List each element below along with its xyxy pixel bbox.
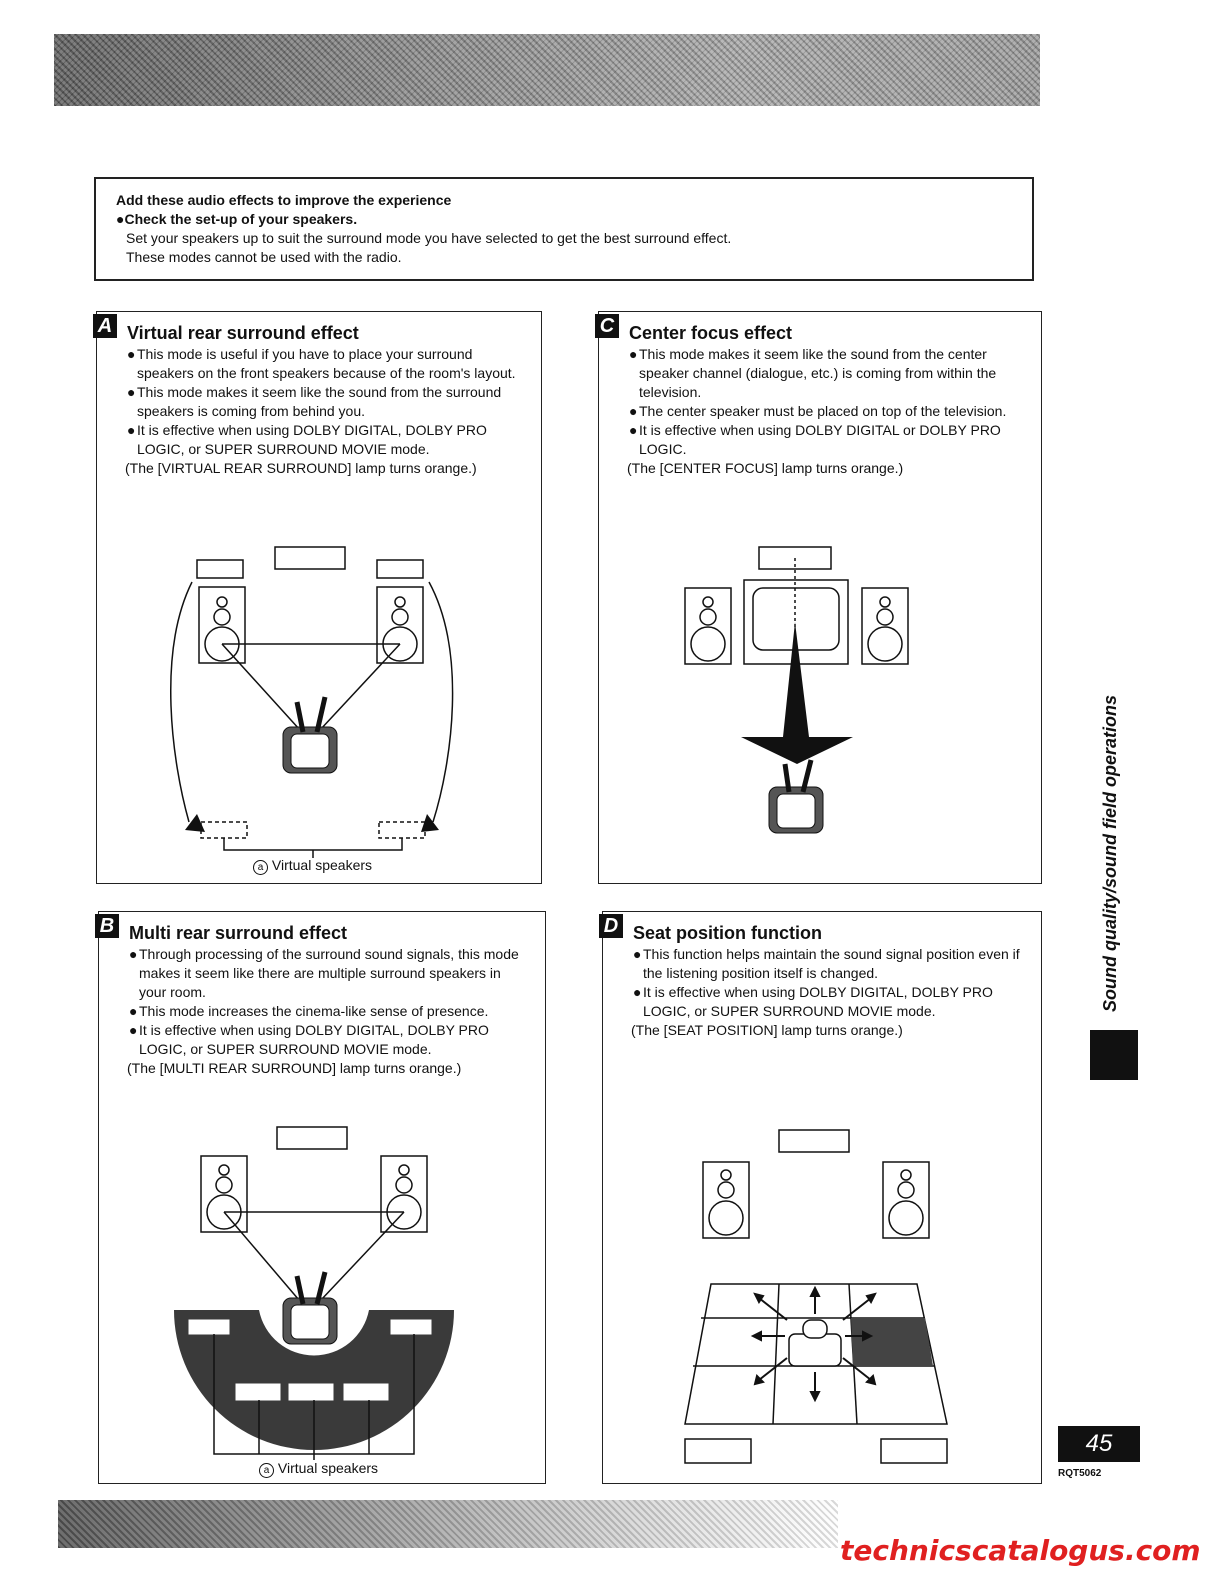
section-a: A Virtual rear surround effect ●This mod… xyxy=(93,311,542,884)
list-item: ●This mode increases the cinema-like sen… xyxy=(129,1003,489,1019)
side-section-label: Sound quality/sound field operations xyxy=(1100,694,1120,1012)
intro-line-1: Set your speakers up to suit the surroun… xyxy=(126,230,732,246)
listener-icon xyxy=(788,1319,842,1367)
section-a-title: Virtual rear surround effect xyxy=(127,323,359,343)
section-d-bullets: ●This function helps maintain the sound … xyxy=(631,945,1031,1040)
section-d: D Seat position function ●This function … xyxy=(599,911,1042,1484)
list-item: ●Through processing of the surround soun… xyxy=(129,946,519,1000)
section-b-badge: B xyxy=(95,914,119,938)
list-item: ●This mode is useful if you have to plac… xyxy=(127,346,516,381)
multi-rear-diagram xyxy=(174,1126,454,1462)
callout-a-icon: a xyxy=(259,1463,274,1478)
watermark: technicscatalogus.com xyxy=(840,1534,1201,1567)
section-b: B Multi rear surround effect ●Through pr… xyxy=(95,911,546,1484)
seat-position-diagram xyxy=(684,1129,948,1464)
section-a-badge: A xyxy=(93,314,117,338)
intro-line-2: These modes cannot be used with the radi… xyxy=(126,249,402,265)
section-a-caption: a Virtual speakers xyxy=(253,857,372,875)
intro-heading: Add these audio effects to improve the e… xyxy=(116,192,452,208)
listener-icon xyxy=(282,696,338,774)
section-d-note: (The [SEAT POSITION] lamp turns orange.) xyxy=(631,1022,903,1038)
section-b-title: Multi rear surround effect xyxy=(129,923,348,943)
section-c-bullets: ●This mode makes it seem like the sound … xyxy=(627,345,1027,478)
section-a-note: (The [VIRTUAL REAR SURROUND] lamp turns … xyxy=(125,460,477,476)
center-focus-diagram xyxy=(684,546,909,834)
list-item: ●It is effective when using DOLBY DIGITA… xyxy=(127,422,487,457)
section-c-title: Center focus effect xyxy=(629,323,793,343)
list-item: ●This mode makes it seem like the sound … xyxy=(629,346,997,400)
section-b-bullets: ●Through processing of the surround soun… xyxy=(127,945,527,1078)
section-d-title: Seat position function xyxy=(633,923,822,943)
side-tab-block xyxy=(1090,1030,1138,1080)
intro-box: Add these audio effects to improve the e… xyxy=(94,177,1034,281)
section-d-badge: D xyxy=(599,914,623,938)
list-item: ●It is effective when using DOLBY DIGITA… xyxy=(633,984,993,1019)
list-item: ●This function helps maintain the sound … xyxy=(633,946,1020,981)
page-number: 45 xyxy=(1058,1426,1140,1462)
section-c-note: (The [CENTER FOCUS] lamp turns orange.) xyxy=(627,460,904,476)
list-item: ●The center speaker must be placed on to… xyxy=(629,403,1007,419)
virtual-rear-diagram xyxy=(170,546,454,858)
list-item: ●It is effective when using DOLBY DIGITA… xyxy=(629,422,1001,457)
section-a-bullets: ●This mode is useful if you have to plac… xyxy=(125,345,525,478)
section-b-note: (The [MULTI REAR SURROUND] lamp turns or… xyxy=(127,1060,462,1076)
section-b-caption: a Virtual speakers xyxy=(259,1460,379,1478)
section-c: C Center focus effect ●This mode makes i… xyxy=(595,311,1042,884)
footer-band xyxy=(58,1500,838,1548)
list-item: ●This mode makes it seem like the sound … xyxy=(127,384,502,419)
listener-icon xyxy=(282,1271,338,1345)
callout-a-icon: a xyxy=(253,860,268,875)
document-code: RQT5062 xyxy=(1058,1468,1102,1479)
header-band xyxy=(54,34,1040,106)
section-c-badge: C xyxy=(595,314,619,338)
intro-check: ●Check the set-up of your speakers. xyxy=(116,211,358,227)
list-item: ●It is effective when using DOLBY DIGITA… xyxy=(129,1022,489,1057)
listener-icon xyxy=(768,759,824,834)
